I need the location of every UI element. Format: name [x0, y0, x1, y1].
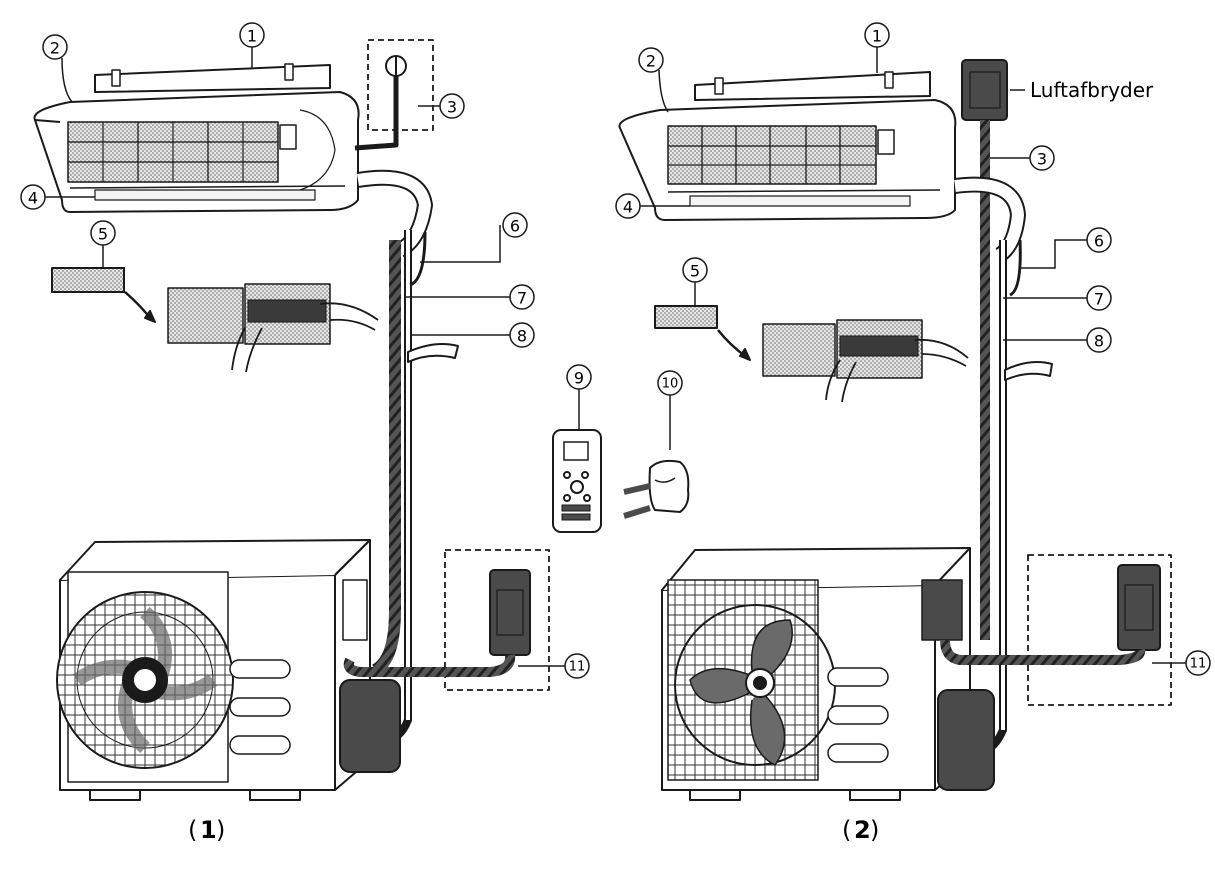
callout-5-label: 5	[690, 262, 700, 281]
callout-9: 9	[566, 364, 592, 390]
callout-11: 11	[564, 653, 590, 679]
breaker-box-1	[444, 549, 550, 691]
callout-10: 10	[657, 370, 683, 396]
indoor-unit	[618, 99, 957, 221]
callout-1-label: 1	[247, 27, 257, 46]
callout-11: 11	[1185, 650, 1211, 676]
callout-4: 4	[615, 193, 641, 219]
callout-5: 5	[682, 257, 708, 283]
supply-cable-3	[940, 639, 1146, 665]
callout-5-label: 5	[98, 225, 108, 244]
callout-4: 4	[20, 184, 46, 210]
callout-9-label: 9	[574, 369, 584, 388]
plug-box-1	[367, 39, 434, 131]
callout-6-label: 6	[1094, 232, 1104, 251]
callout-7: 7	[509, 284, 535, 310]
callout-6-label: 6	[510, 217, 520, 236]
diagram-2	[618, 59, 1172, 801]
callout-1-label: 1	[872, 27, 882, 46]
supply-cable-1	[343, 654, 516, 677]
caption-2-number: 2	[854, 816, 871, 844]
caption-1-close: )	[216, 816, 225, 844]
callout-2: 2	[638, 47, 664, 73]
remote-holder	[623, 459, 690, 519]
pipe-clamp-1	[407, 343, 459, 363]
callout-5: 5	[90, 220, 116, 246]
callout-11-label: 11	[1190, 657, 1207, 672]
filter-frame-1	[167, 283, 379, 373]
filter-pad-1	[51, 267, 125, 293]
callout-1: 1	[239, 22, 265, 48]
pipe-clamp-2	[1004, 361, 1053, 381]
callout-2-label: 2	[50, 39, 60, 58]
breaker-box-2	[1027, 554, 1172, 706]
callout-6: 6	[1086, 227, 1112, 253]
callout-2: 2	[42, 34, 68, 60]
callout-7-label: 7	[517, 289, 527, 308]
diagram-1	[33, 39, 550, 801]
callout-8-label: 8	[1094, 332, 1104, 351]
callout-11-label: 11	[569, 660, 586, 675]
caption-2-open: (	[842, 816, 851, 844]
indoor-unit	[33, 91, 360, 213]
callout-3: 3	[439, 93, 465, 119]
mounting-plate	[694, 71, 931, 101]
callout-numbers: 1 2 3 4 5 6 7 8 9 10 11 1 2 3 4 5 6 7 8 …	[20, 22, 1211, 679]
remote-control	[552, 429, 602, 533]
caption-2: ( 2 )	[842, 816, 879, 844]
caption-1-number: 1	[200, 816, 217, 844]
callout-1: 1	[864, 22, 890, 48]
callout-8-label: 8	[517, 327, 527, 346]
outdoor-unit-2	[661, 547, 995, 801]
callout-4-label: 4	[28, 189, 38, 208]
caption-1-open: (	[188, 816, 197, 844]
caption-1: ( 1 )	[188, 816, 225, 844]
callout-7: 7	[1086, 285, 1112, 311]
filter-pad-2	[654, 305, 718, 329]
callout-2-label: 2	[646, 52, 656, 71]
filter-frame-2	[762, 319, 969, 403]
callout-8: 8	[509, 322, 535, 348]
callout-3-label: 3	[447, 98, 457, 117]
caption-2-close: )	[870, 816, 879, 844]
callout-8: 8	[1086, 327, 1112, 353]
outdoor-unit-1	[56, 539, 401, 801]
callout-4-label: 4	[623, 198, 633, 217]
callout-3-label: 3	[1037, 150, 1047, 169]
mounting-plate	[94, 64, 331, 93]
callout-10-label: 10	[662, 377, 679, 392]
pipe-bundle-1	[371, 240, 401, 676]
callout-7-label: 7	[1094, 290, 1104, 309]
callout-6: 6	[502, 212, 528, 238]
air-switch-label: Luftafbryder	[1030, 78, 1154, 102]
callout-3: 3	[1029, 145, 1055, 171]
callout-leaders	[45, 47, 1186, 667]
power-cord	[354, 76, 399, 151]
